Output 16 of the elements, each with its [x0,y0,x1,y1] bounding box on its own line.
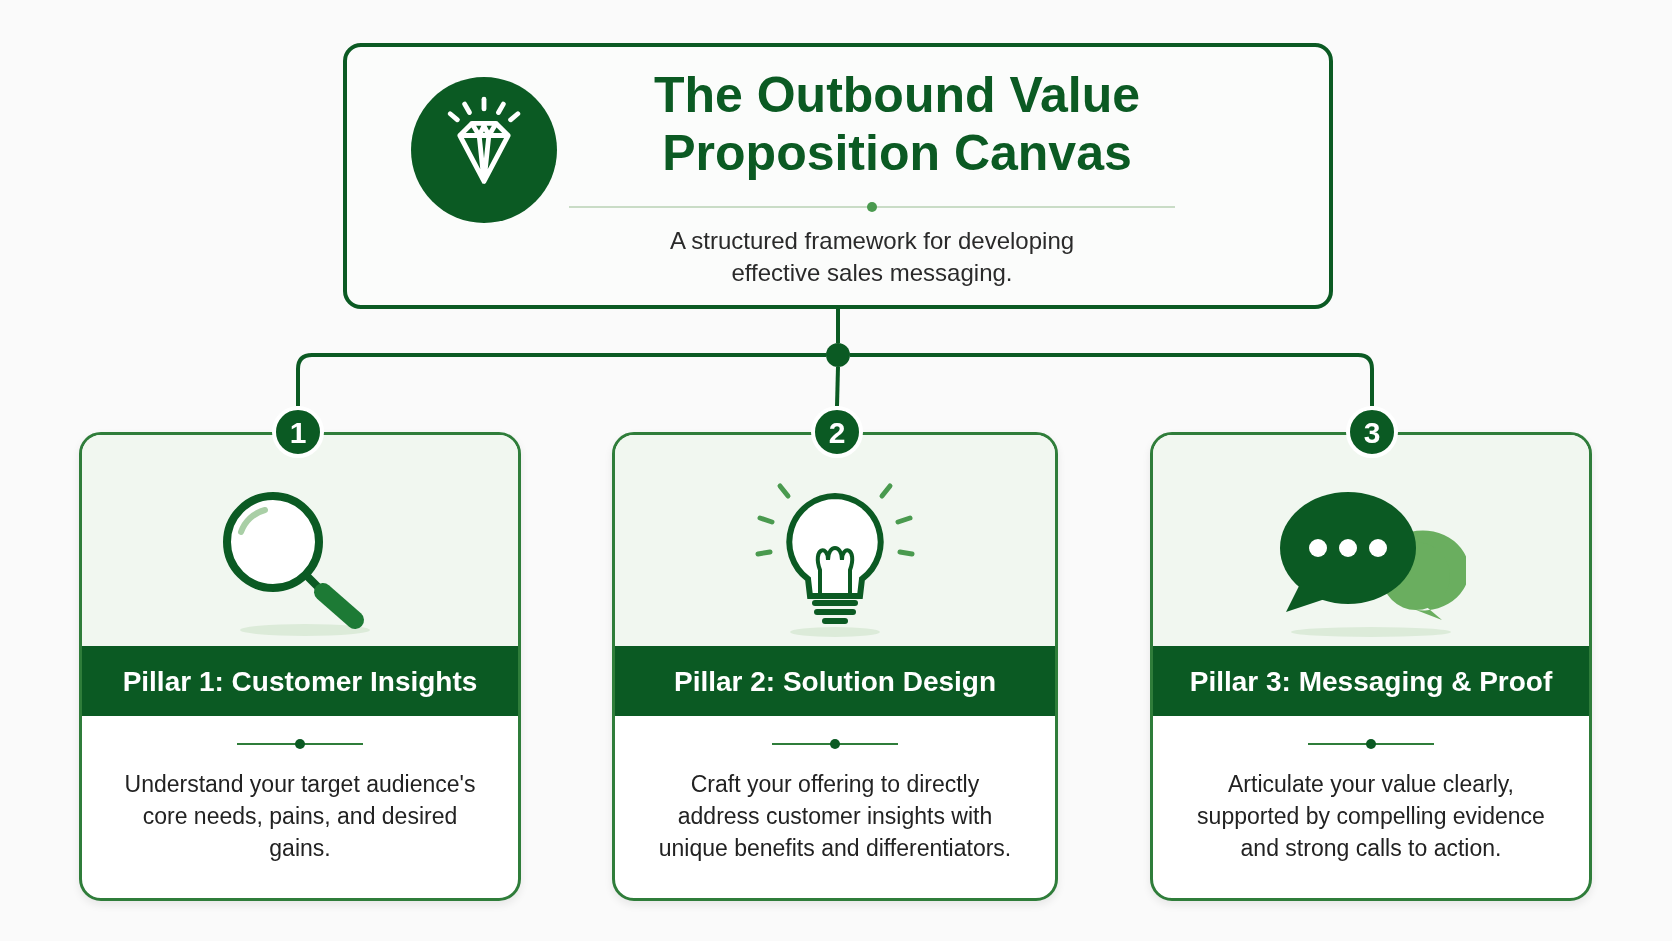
pillar-heading: Pillar 2: Solution Design [615,646,1055,716]
subtitle: A structured framework for developing effective sales messaging. [668,226,1076,289]
number-badge: 2 [811,406,863,458]
pillar-description: Articulate your value clearly, supported by compelling evidence and strong calls to action. [1196,770,1546,864]
connector-line [850,353,1374,406]
pillar-description: Understand your target audience's core needs, pains, and desired gains. [123,770,477,864]
title-panel [343,43,1333,309]
pillar-description: Craft your offering to directly address customer insights with unique benefits and differentiators. [657,770,1013,864]
connector-line [836,309,840,343]
title: The Outbound Value Proposition Canvas [652,67,1142,182]
number-badge: 3 [1346,406,1398,458]
connector-line [835,366,840,407]
pillar-heading: Pillar 1: Customer Insights [82,646,518,716]
number-badge: 1 [272,406,324,458]
pillar-heading: Pillar 3: Messaging & Proof [1153,646,1589,716]
connector-line [296,353,826,406]
